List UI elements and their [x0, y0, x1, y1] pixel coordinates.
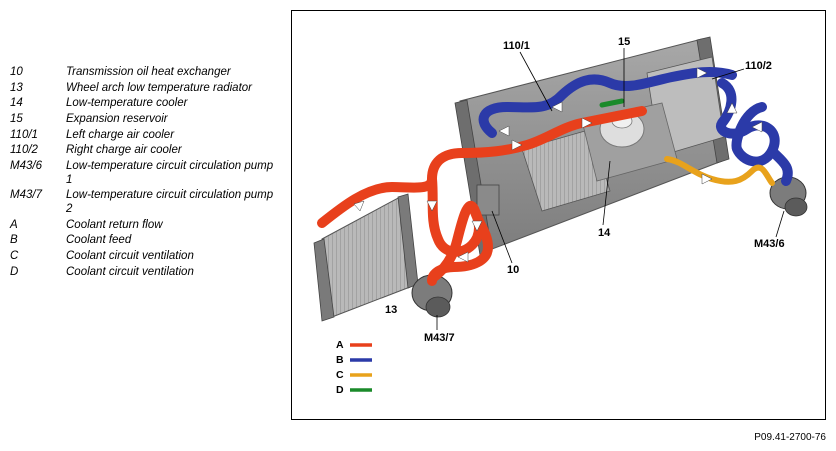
- flow-arrows: [353, 67, 763, 263]
- pump-m43-6-motor: [784, 197, 808, 217]
- label-10: 10: [507, 264, 519, 276]
- legend-row: A Coolant return flow: [10, 219, 280, 233]
- legend-row: 14 Low-temperature cooler: [10, 97, 280, 111]
- label-15: 15: [618, 36, 630, 48]
- key-label-a: A: [336, 339, 344, 351]
- legend-row: 110/1 Left charge air cooler: [10, 129, 280, 143]
- legend-desc: Coolant feed: [66, 234, 132, 247]
- legend-desc: Expansion reservoir: [66, 113, 168, 126]
- leader-10: [491, 210, 513, 264]
- legend-desc: Coolant circuit ventilation: [66, 249, 194, 262]
- label-13: 13: [385, 304, 397, 316]
- legend-key: C: [10, 249, 19, 262]
- cooling-circuit-diagram: 110/1 15 110/2 14 10 13 M43/6 M43/7 A B …: [291, 10, 826, 420]
- label-m43-7: M43/7: [424, 332, 455, 344]
- diagram-canvas: 110/1 15 110/2 14 10 13 M43/6 M43/7 A B …: [313, 36, 808, 396]
- key-label-d: D: [336, 384, 344, 396]
- component-legend: 10 Transmission oil heat exchanger 13 Whee…: [10, 66, 280, 281]
- line-color-key: A B C D: [336, 339, 372, 396]
- legend-row: B Coolant feed: [10, 234, 280, 248]
- legend-key: M43/6: [10, 160, 42, 173]
- legend-desc: Low-temperature circuit circulation pump…: [66, 189, 274, 215]
- legend-desc: Low-temperature circuit circulation pump…: [66, 160, 274, 186]
- leader-110-2: [711, 68, 745, 80]
- legend-key: A: [10, 218, 18, 231]
- legend-desc: Right charge air cooler: [66, 144, 182, 157]
- legend-row: D Coolant circuit ventilation: [10, 266, 280, 280]
- coolant-feed-hose: [478, 66, 737, 138]
- key-label-c: C: [336, 369, 344, 381]
- legend-row: 10 Transmission oil heat exchanger: [10, 66, 280, 80]
- legend-key: 13: [10, 81, 23, 94]
- legend-key: 110/1: [10, 128, 38, 141]
- legend-desc: Wheel arch low temperature radiator: [66, 81, 252, 94]
- legend-key: 14: [10, 97, 23, 110]
- legend-row: M43/6 Low-temperature circuit circulation…: [10, 160, 280, 187]
- legend-key: 110/2: [10, 144, 38, 157]
- legend-desc: Coolant circuit ventilation: [66, 265, 194, 278]
- left-charge-air-cooler: [521, 128, 611, 212]
- coolant-feed-hose-right: [716, 78, 780, 167]
- radiator-side-tank: [313, 238, 335, 322]
- coolant-ventilation-hose-yellow: [664, 156, 775, 186]
- legend-key: M43/7: [10, 189, 42, 202]
- leader-14: [602, 160, 611, 226]
- legend-key: 10: [10, 66, 23, 78]
- label-110-1: 110/1: [503, 40, 530, 52]
- legend-desc: Left charge air cooler: [66, 128, 175, 141]
- label-m43-6: M43/6: [754, 238, 785, 250]
- transmission-oil-heat-exchanger: [476, 184, 500, 216]
- leader-110-1: [519, 51, 553, 112]
- legend-desc: Coolant return flow: [66, 218, 163, 231]
- legend-key: 15: [10, 113, 23, 126]
- legend-row: M43/7 Low-temperature circuit circulation…: [10, 189, 280, 216]
- key-label-b: B: [336, 354, 344, 366]
- legend-row: 13 Wheel arch low temperature radiator: [10, 82, 280, 96]
- coolant-ventilation-hose-green: [599, 98, 625, 108]
- legend-row: C Coolant circuit ventilation: [10, 250, 280, 264]
- legend-row: 15 Expansion reservoir: [10, 113, 280, 127]
- figure-reference-code: P09.41-2700-76: [754, 432, 826, 443]
- legend-desc: Low-temperature cooler: [66, 97, 188, 110]
- legend-key: D: [10, 265, 19, 278]
- coolant-return-hose-pump: [427, 204, 494, 286]
- leader-m43-6: [775, 210, 785, 238]
- label-110-2: 110/2: [745, 60, 772, 72]
- legend-key: B: [10, 234, 18, 247]
- coolant-feed-hose-to-pump: [767, 146, 793, 186]
- legend-desc: Transmission oil heat exchanger: [66, 66, 231, 78]
- pump-m43-7-motor: [425, 296, 451, 318]
- label-14: 14: [598, 227, 611, 239]
- legend-row: 110/2 Right charge air cooler: [10, 144, 280, 158]
